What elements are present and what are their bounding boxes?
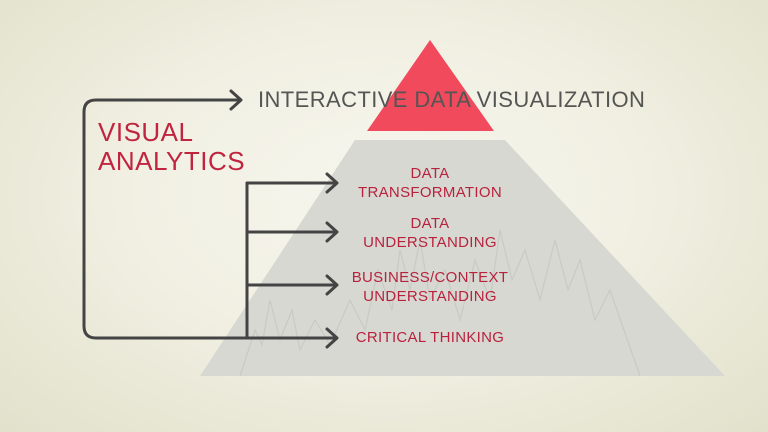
- visual-analytics-label: VISUAL ANALYTICS: [98, 118, 245, 176]
- layer-data-transformation: DATA TRANSFORMATION: [340, 164, 520, 202]
- arrow-right-icon: [229, 89, 243, 111]
- layer-data-understanding: DATA UNDERSTANDING: [340, 214, 520, 252]
- mountain-texture: [239, 229, 641, 377]
- arrow-right-icon: [325, 172, 339, 194]
- layer-line: UNDERSTANDING: [363, 288, 497, 305]
- layer-line: BUSINESS/CONTEXT: [351, 269, 509, 286]
- layer-line: TRANSFORMATION: [358, 184, 502, 201]
- interactive-data-visualization-label: INTERACTIVE DATA VISUALIZATION: [258, 87, 646, 112]
- arrow-right-icon: [325, 327, 339, 349]
- layer-line: CRITICAL THINKING: [355, 329, 505, 346]
- layer-line: DATA: [410, 215, 450, 232]
- arrow-right-icon: [325, 274, 339, 296]
- visual-analytics-line2: ANALYTICS: [98, 146, 246, 176]
- pyramid-top: [367, 40, 494, 131]
- outer-bracket-line: [82, 98, 337, 340]
- layer-critical-thinking: CRITICAL THINKING: [340, 328, 520, 347]
- visual-analytics-line1: VISUAL: [98, 117, 194, 147]
- layer-line: DATA: [410, 165, 450, 182]
- arrow-right-icon: [325, 221, 339, 243]
- layer-business-context-understanding: BUSINESS/CONTEXT UNDERSTANDING: [340, 268, 520, 306]
- layer-line: UNDERSTANDING: [363, 234, 497, 251]
